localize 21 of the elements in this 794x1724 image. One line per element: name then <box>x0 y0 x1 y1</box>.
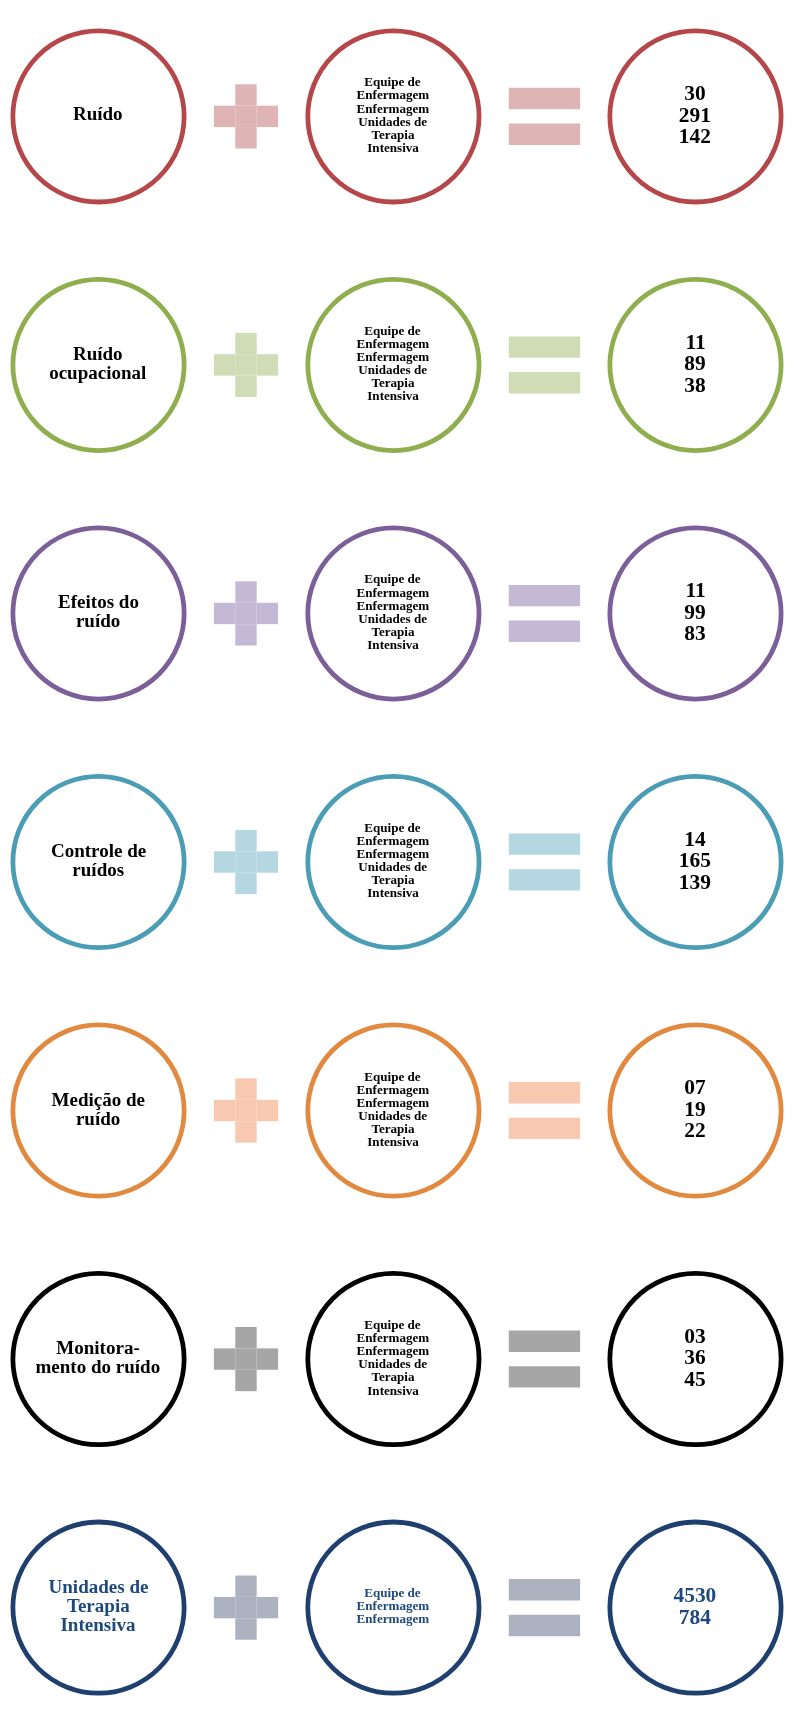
node-circle: Equipe de Enfermagem Enfermagem Unidades de Terapia Intensiva <box>305 774 482 950</box>
node-circle: 03 36 45 <box>607 1271 784 1448</box>
node-circle: Equipe de Enfermagem Enfermagem Unidades de Terapia Intensiva <box>305 276 482 453</box>
node-circle: Equipe de Enfermagem Enfermagem Unidades de Terapia Intensiva <box>305 1271 482 1448</box>
node-circle: Ruído ocupacional <box>10 276 187 453</box>
node-circle: Ruído <box>10 28 187 205</box>
node-circle: Equipe de Enfermagem Enfermagem <box>305 1519 482 1696</box>
node-circle: 11 89 38 <box>607 276 784 453</box>
node-circle: 14 165 139 <box>607 774 784 950</box>
node-circle: 4530 784 <box>607 1519 784 1696</box>
node-circle: 11 99 83 <box>607 525 784 702</box>
node-circle: Equipe de Enfermagem Enfermagem Unidades de Terapia Intensiva <box>305 1022 482 1199</box>
node-circle: Medição de ruído <box>10 1022 187 1199</box>
node-circle: Efeitos do ruído <box>10 525 187 702</box>
node-circle: Monitora- mento do ruído <box>10 1271 187 1448</box>
node-circle: Controle de ruídos <box>10 774 187 950</box>
node-circle: 30 291 142 <box>607 28 784 205</box>
node-circle: Unidades de Terapia Intensiva <box>10 1519 187 1696</box>
node-circle: 07 19 22 <box>607 1022 784 1199</box>
node-circle: Equipe de Enfermagem Enfermagem Unidades de Terapia Intensiva <box>305 525 482 702</box>
node-circle: Equipe de Enfermagem Enfermagem Unidades de Terapia Intensiva <box>305 28 482 205</box>
